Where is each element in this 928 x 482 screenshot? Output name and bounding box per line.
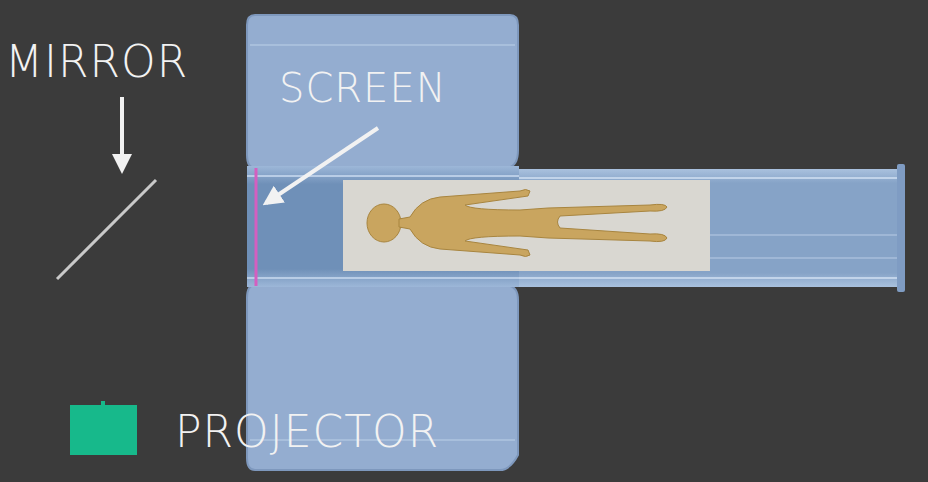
mirror bbox=[57, 180, 156, 279]
magnet-housing-top bbox=[247, 15, 518, 168]
part-label: PROJECTOR bbox=[175, 410, 439, 454]
patient-bed bbox=[343, 180, 710, 271]
table-end-cap bbox=[897, 164, 905, 292]
projection-screen bbox=[255, 168, 258, 286]
patient-figure bbox=[367, 190, 667, 257]
projector bbox=[70, 405, 137, 455]
leader-arrow bbox=[266, 128, 378, 203]
part-label: MIRROR bbox=[5, 40, 188, 84]
part-label: SCREEN bbox=[279, 68, 447, 108]
leader-arrow bbox=[120, 97, 124, 170]
